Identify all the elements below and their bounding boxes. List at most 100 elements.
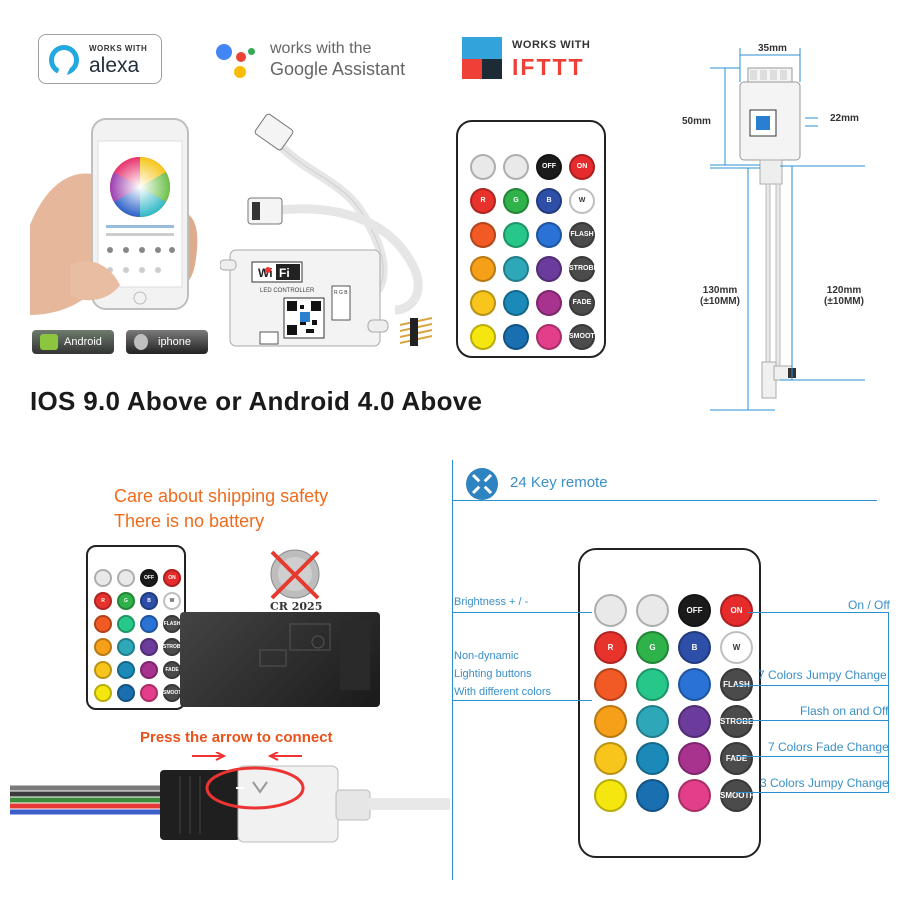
dim-depth: 22mm [830, 113, 859, 124]
remote-top-btn-color[interactable] [503, 290, 529, 316]
remote-small-btn-strobe[interactable]: STROBE [163, 638, 184, 656]
remote-big-btn-fade[interactable]: FADE [720, 742, 753, 775]
remote-big-btn-w-label: W [732, 642, 741, 652]
alexa-badge: WORKS WITH alexa [38, 34, 162, 84]
remote-top-btn-fade[interactable]: FADE [569, 290, 595, 316]
remote-top-btn-color[interactable] [470, 290, 496, 316]
label-brightness: Brightness + / - [454, 596, 529, 608]
remote-top-btn-color[interactable] [470, 324, 496, 350]
remote-top-btn-color[interactable] [470, 222, 496, 248]
press-arrow-text: Press the arrow to connect [140, 729, 333, 746]
remote-big-btn-color[interactable] [594, 742, 627, 775]
remote-big-btn-flash-label: FLASH [720, 680, 753, 689]
remote-small-btn-brightness-up-icon[interactable] [94, 569, 112, 587]
remote-small-btn-color[interactable] [117, 638, 135, 656]
remote-big-btn-b[interactable]: B [678, 631, 711, 664]
remote-small-btn-brightness-down-icon[interactable] [117, 569, 135, 587]
remote-big-btn-w[interactable]: W [720, 631, 753, 664]
remote-top-btn-g[interactable]: G [503, 188, 529, 214]
dim-cable-left: 130mm (±10MM) [692, 285, 748, 307]
remote-small-btn-r-label: R [101, 598, 105, 604]
remote-small-btn-fade[interactable]: FADE [163, 661, 181, 679]
remote-photo-small: OFF ON R G B W FLASH STROBE FADE SMOOTH [86, 545, 186, 710]
label-on-off: On / Off [848, 598, 890, 612]
remote-small-btn-b-label: B [147, 598, 151, 604]
apple-icon [134, 334, 148, 350]
remote-small-btn-color[interactable] [140, 615, 158, 633]
remote-big-btn-smooth[interactable]: SMOOTH [720, 779, 755, 812]
remote-big-btn-brightness-up-icon[interactable] [594, 594, 627, 627]
remote-top-btn-color[interactable] [503, 222, 529, 248]
remote-top-btn-color[interactable] [536, 290, 562, 316]
remote-top-btn-on[interactable]: ON [569, 154, 595, 180]
remote-small-btn-on[interactable]: ON [163, 569, 181, 587]
alexa-big-text: alexa [89, 54, 140, 77]
compatibility-headline: IOS 9.0 Above or Android 4.0 Above [30, 386, 483, 416]
remote-top-btn-b[interactable]: B [536, 188, 562, 214]
remote-big-btn-color[interactable] [678, 668, 711, 701]
remote-big-btn-color[interactable] [636, 742, 669, 775]
remote-top-btn-smooth[interactable]: SMOOTH [569, 324, 600, 350]
remote-small-btn-color[interactable] [94, 638, 112, 656]
remote-small-btn-color[interactable] [117, 684, 135, 702]
svg-text:LED CONTROLLER: LED CONTROLLER [260, 288, 315, 294]
remote-big-btn-brightness-down-icon[interactable] [636, 594, 669, 627]
remote-top-btn-off-label: OFF [542, 162, 556, 170]
remote-big-btn-on[interactable]: ON [720, 594, 753, 627]
remote-small-btn-flash-label: FLASH [163, 621, 181, 627]
remote-small-btn-color[interactable] [140, 684, 158, 702]
google-assistant-badge: works with the Google Assistant [212, 38, 412, 82]
remote-big-btn-color[interactable] [594, 668, 627, 701]
remote-small-btn-smooth[interactable]: SMOOTH [163, 684, 185, 702]
remote-small-btn-off[interactable]: OFF [140, 569, 158, 587]
remote-small-btn-color[interactable] [117, 615, 135, 633]
remote-big-btn-g[interactable]: G [636, 631, 669, 664]
dim-width: 35mm [758, 43, 787, 54]
remote-top-btn-flash[interactable]: FLASH [569, 222, 595, 248]
remote-top-btn-strobe[interactable]: STROBE [569, 256, 599, 282]
remote-big-btn-flash[interactable]: FLASH [720, 668, 753, 701]
remote-small-btn-b[interactable]: B [140, 592, 158, 610]
remote-big-btn-color[interactable] [594, 705, 627, 738]
remote-big-btn-color[interactable] [594, 779, 627, 812]
shipping-safety-text: Care about shipping safety [114, 486, 329, 506]
remote-big-btn-color[interactable] [678, 742, 711, 775]
remote-big-btn-off[interactable]: OFF [678, 594, 711, 627]
remote-small-btn-flash[interactable]: FLASH [163, 615, 181, 633]
remote-big-btn-color[interactable] [636, 668, 669, 701]
remote-big-btn-color[interactable] [678, 705, 711, 738]
remote-top-btn-color[interactable] [536, 222, 562, 248]
remote-small-btn-g[interactable]: G [117, 592, 135, 610]
remote-top-btn-brightness-down-icon[interactable] [503, 154, 529, 180]
remote-small-btn-color[interactable] [140, 638, 158, 656]
remote-top-btn-color[interactable] [503, 256, 529, 282]
remote-big-btn-r[interactable]: R [594, 631, 627, 664]
alexa-small-text: WORKS WITH [89, 44, 148, 53]
no-battery-text: There is no battery [114, 511, 265, 531]
remote-top-btn-color[interactable] [536, 256, 562, 282]
remote-big-btn-color[interactable] [636, 705, 669, 738]
remote-top-btn-brightness-up-icon[interactable] [470, 154, 496, 180]
remote-diagram-remote: OFF ON R G B W FLASH STROBE FADE SMOOTH [578, 548, 761, 858]
remote-small-btn-color[interactable] [94, 684, 112, 702]
remote-small-btn-color[interactable] [94, 615, 112, 633]
remote-big-btn-color[interactable] [678, 779, 711, 812]
remote-top-btn-color[interactable] [536, 324, 562, 350]
remote-small-btn-color[interactable] [94, 661, 112, 679]
remote-big-btn-color[interactable] [636, 779, 669, 812]
battery-case-photo [180, 612, 380, 707]
remote-small-btn-r[interactable]: R [94, 592, 112, 610]
remote-small-btn-color[interactable] [117, 661, 135, 679]
remote-top-btn-color[interactable] [503, 324, 529, 350]
remote-small-btn-w[interactable]: W [163, 592, 181, 610]
remote-top-btn-r[interactable]: R [470, 188, 496, 214]
remote-top-btn-color[interactable] [470, 256, 496, 282]
remote-big-btn-off-label: OFF [686, 605, 703, 615]
remote-top-btn-w[interactable]: W [569, 188, 595, 214]
remote-big-btn-g-label: G [649, 642, 656, 652]
remote-top-btn-strobe-label: STROBE [569, 264, 599, 272]
remote-big-btn-strobe[interactable]: STROBE [720, 705, 753, 738]
label-flash: Flash on and Off [800, 704, 889, 718]
remote-top-btn-off[interactable]: OFF [536, 154, 562, 180]
remote-small-btn-color[interactable] [140, 661, 158, 679]
